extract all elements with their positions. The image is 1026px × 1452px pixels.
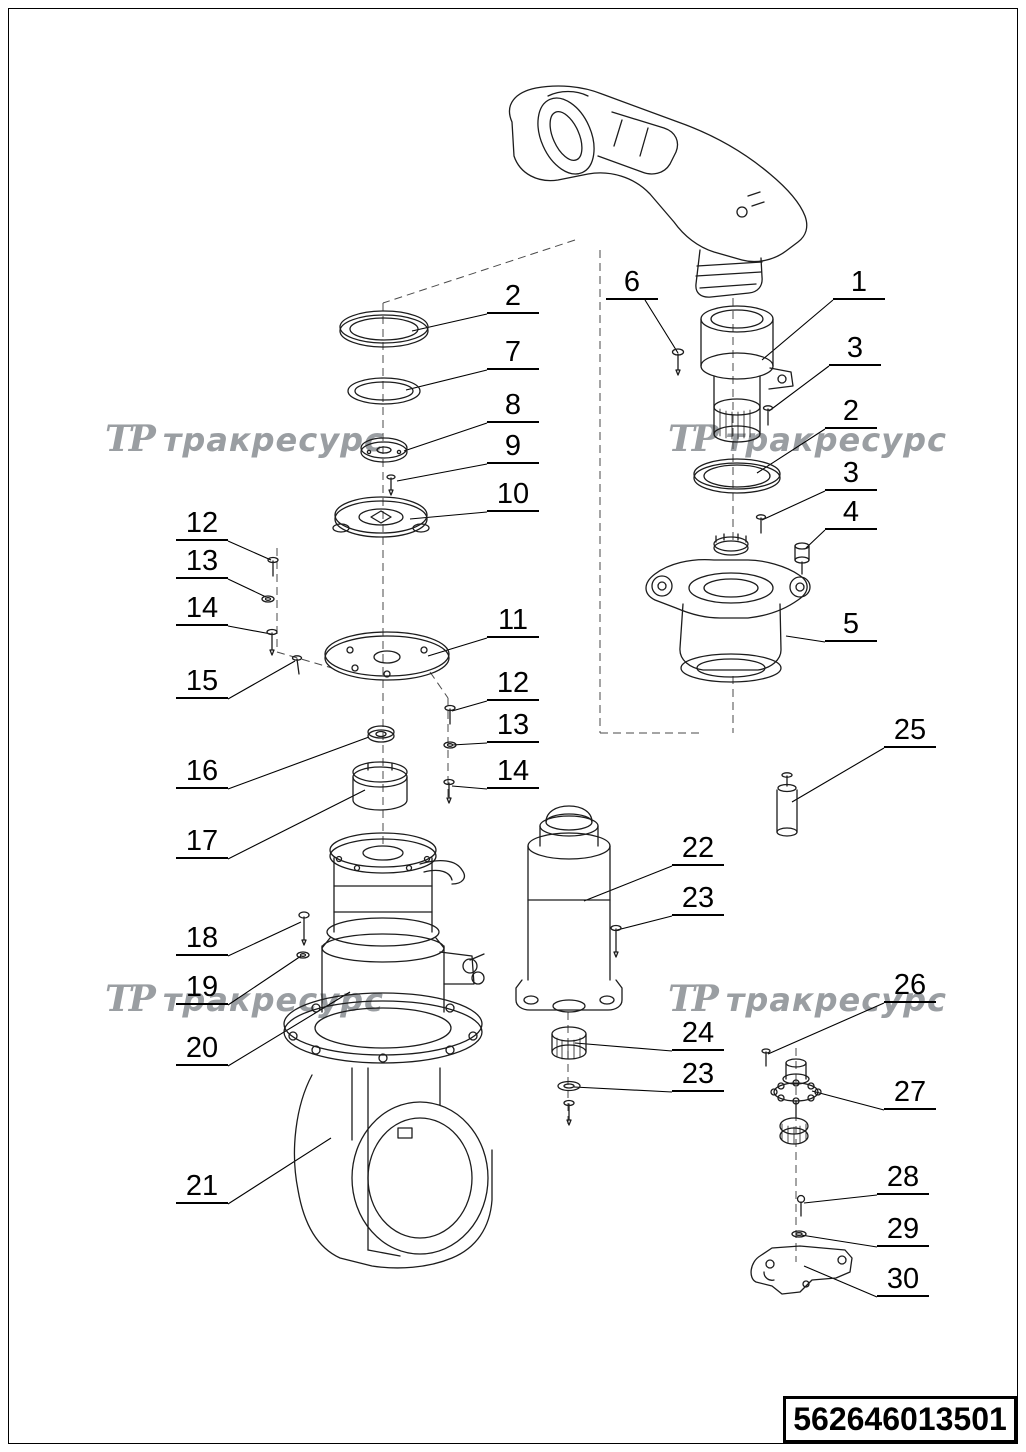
callout-part-30: 30 [877,1263,929,1297]
callout-part-9: 9 [487,430,539,464]
bolt-part6-drawing [671,348,685,376]
steering-column-part1-drawing [700,305,794,443]
washer-screw-part23-lower-drawing [557,1080,581,1126]
drive-motor-part20-drawing [283,832,485,1064]
lift-motor-part22-drawing [515,805,623,1013]
callout-part-6: 6 [606,266,658,300]
gear-unit-part27-drawing [770,1058,822,1145]
washer-part13-left-drawing [261,595,275,603]
callout-part-20: 20 [176,1032,228,1066]
callout-part-15: 15 [176,665,228,699]
screw-part12-left-drawing [267,556,279,577]
bolt-part4-drawing [794,542,810,575]
callout-part-22: 22 [672,832,724,866]
callout-part-7: 7 [487,336,539,370]
drive-wheel-part21-drawing [293,1067,493,1269]
screw-part3-lower-drawing [755,514,767,534]
callout-part-2-a: 2 [487,280,539,314]
callout-part-25: 25 [884,714,936,748]
callout-part-10: 10 [487,478,539,512]
ring-part2-right-drawing [693,458,781,494]
callout-part-23-b: 23 [672,1058,724,1092]
screw-part9-drawing [386,474,396,496]
watermark-text: тракресурс [162,981,384,1019]
callout-part-27: 27 [884,1076,936,1110]
washer-part13-right-drawing [443,741,457,749]
gear-part24-drawing [551,1026,587,1060]
callout-part-2-b: 2 [825,395,877,429]
callout-part-18: 18 [176,922,228,956]
watermark-text: тракресурс [725,981,947,1019]
screw-part15-drawing [291,655,303,675]
callout-part-17: 17 [176,825,228,859]
callout-part-14-b: 14 [487,755,539,789]
watermark: ТР тракресурс [105,978,384,1020]
coupling-part17-drawing [352,761,408,811]
washer-part19-drawing [296,951,310,959]
bracket-part30-drawing [750,1245,853,1295]
callout-part-26: 26 [884,969,936,1003]
callout-part-23-a: 23 [672,882,724,916]
callout-part-3-a: 3 [829,332,881,366]
screw-part12-right-drawing [444,704,456,725]
callout-part-4: 4 [825,496,877,530]
cap-part8-drawing [360,437,408,463]
watermark-logo: ТР [668,418,719,460]
plate-part11-drawing [324,631,450,681]
tiller-head-drawing [508,85,808,298]
callout-part-8: 8 [487,389,539,423]
bolt-part14-left-drawing [266,628,278,656]
bearing-part16-drawing [367,725,395,743]
screw-part28-drawing [796,1194,806,1217]
title-block-part-number: 562646013501 [783,1396,1017,1443]
callout-part-29: 29 [877,1213,929,1247]
callout-part-5: 5 [825,608,877,642]
callout-part-13-a: 13 [176,545,228,579]
callout-part-12-a: 12 [176,507,228,541]
callout-part-12-b: 12 [487,667,539,701]
watermark-logo: ТР [668,978,719,1020]
watermark-logo: ТР [105,418,156,460]
ring-part2-left-drawing [339,310,429,348]
snap-ring-part7-drawing [347,377,421,405]
callout-part-24: 24 [672,1017,724,1051]
watermark-logo: ТР [105,978,156,1020]
screw-part26-drawing [761,1048,771,1067]
part-number-text: 562646013501 [793,1401,1007,1437]
bolt-part14-right-drawing [443,778,455,804]
axis-lines [276,239,797,1262]
callout-part-14-a: 14 [176,592,228,626]
cover-part10-drawing [332,496,430,538]
sensor-part25-drawing [776,772,798,837]
callout-part-11: 11 [487,604,539,638]
callout-part-3-b: 3 [825,457,877,491]
bolt-part23-upper-drawing [610,924,622,958]
support-housing-part5-drawing [645,533,811,683]
watermark: ТР тракресурс [105,418,384,460]
callout-part-1: 1 [833,266,885,300]
callout-part-28: 28 [877,1161,929,1195]
washer-part29-drawing [791,1230,807,1238]
callout-part-13-b: 13 [487,709,539,743]
watermark: ТР тракресурс [668,978,947,1020]
bolt-part18-drawing [298,911,310,946]
callout-part-19: 19 [176,971,228,1005]
leader-lines [227,299,885,1298]
callout-part-16: 16 [176,755,228,789]
callout-part-21: 21 [176,1170,228,1204]
watermark-text: тракресурс [162,421,384,459]
screw-part3-upper-drawing [762,405,774,426]
